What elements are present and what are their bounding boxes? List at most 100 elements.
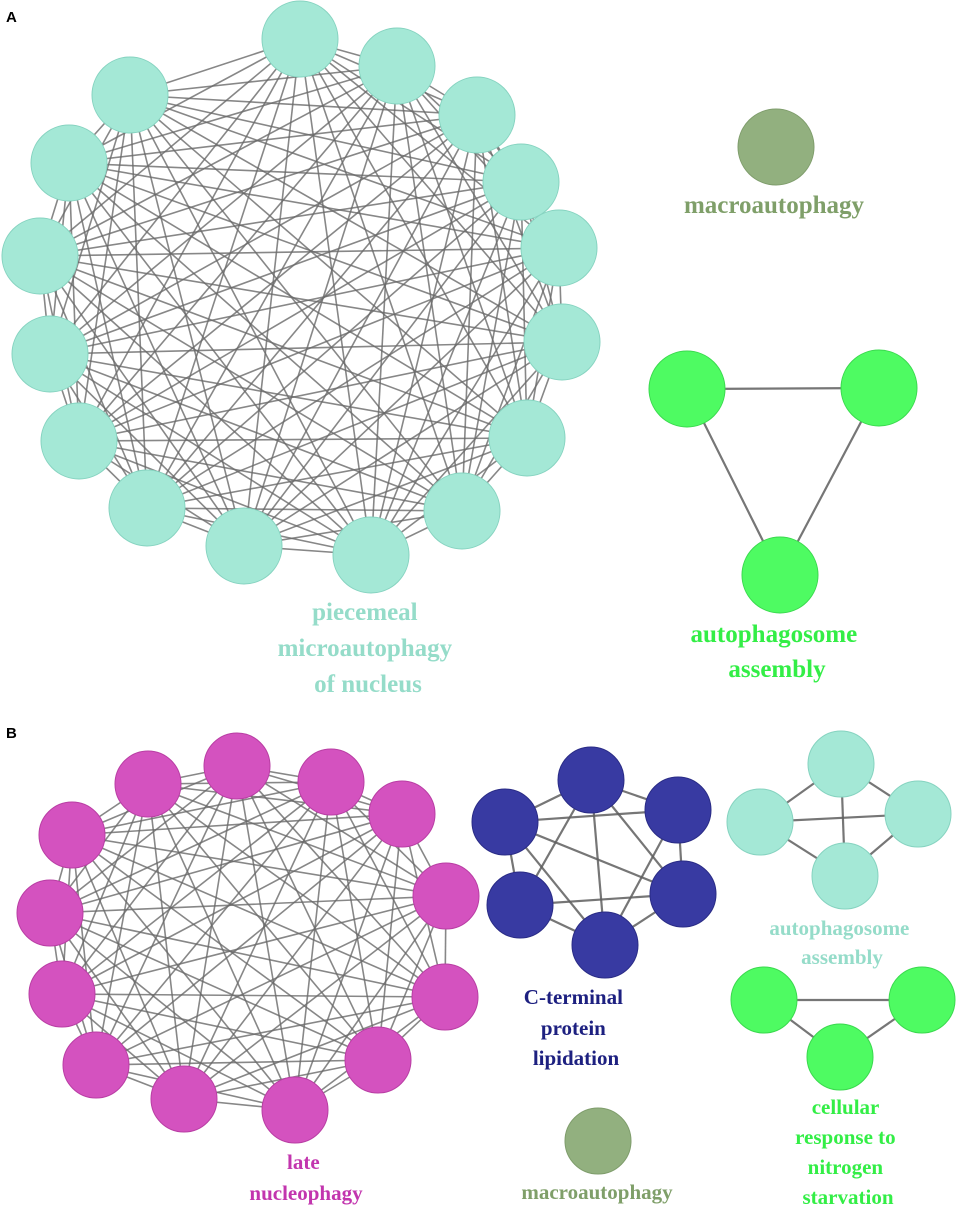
- a-teal-node: [520, 209, 598, 287]
- b-magenta-edge: [61, 993, 446, 998]
- b-green-node: [888, 966, 956, 1034]
- panel-letter-a: A: [6, 9, 17, 26]
- a-teal-edge: [243, 38, 301, 547]
- cluster-piecemeal-microautophagy: [1, 0, 601, 594]
- a-teal-edge: [146, 507, 463, 512]
- b-teal-node: [884, 780, 952, 848]
- a-green-node: [648, 350, 726, 428]
- a-teal-node: [423, 472, 501, 550]
- b-magenta-edge: [95, 996, 446, 1066]
- b-magenta-edge: [330, 781, 379, 1061]
- a-teal-edge: [49, 94, 131, 355]
- a-teal-edge: [68, 162, 148, 509]
- a-teal-edge: [129, 94, 148, 509]
- b-magenta-edge: [61, 895, 447, 995]
- b-magenta-edge: [49, 912, 446, 998]
- a-teal-node: [91, 56, 169, 134]
- b-magenta-edge: [49, 912, 185, 1100]
- a-olive-node: [737, 108, 815, 186]
- a-teal-edge: [129, 65, 398, 96]
- a-teal-node: [108, 469, 186, 547]
- a-teal-edge: [370, 65, 398, 556]
- a-teal-node: [438, 76, 516, 154]
- cluster-late-nucleophagy: [16, 732, 480, 1144]
- label-late-nucleophagy: late nucleophagy: [249, 1150, 363, 1205]
- b-navy-node: [571, 911, 639, 979]
- label-c-terminal-lipidation: C-terminal protein lipidation: [524, 985, 628, 1070]
- b-magenta-edge: [49, 813, 403, 914]
- b-magenta-edge: [61, 993, 379, 1061]
- a-teal-edge: [129, 94, 372, 556]
- b-magenta-node: [411, 963, 479, 1031]
- cluster-macroautophagy-b: [564, 1107, 632, 1175]
- a-teal-node: [332, 516, 410, 594]
- a-teal-edge: [39, 255, 372, 556]
- a-teal-node: [358, 27, 436, 105]
- a-teal-edge: [78, 247, 560, 442]
- b-magenta-node: [114, 750, 182, 818]
- a-teal-edge: [78, 181, 522, 442]
- a-teal-edge: [39, 38, 301, 257]
- label-autophagosome-assembly-b: autophagosome assembly: [769, 916, 914, 969]
- a-teal-edge: [68, 162, 528, 439]
- a-teal-edge: [39, 255, 463, 512]
- a-teal-edge: [68, 114, 478, 164]
- b-magenta-edge: [294, 781, 332, 1111]
- b-magenta-edge: [71, 813, 403, 836]
- b-magenta-edge: [377, 813, 403, 1061]
- a-teal-edge: [299, 38, 463, 512]
- b-magenta-node: [28, 960, 96, 1028]
- a-teal-edge: [39, 255, 528, 439]
- a-teal-node: [488, 399, 566, 477]
- a-teal-edge: [129, 94, 528, 439]
- label-cellular-response-nitrogen: cellular response to nitrogen starvation: [795, 1095, 901, 1209]
- b-green-node: [730, 966, 798, 1034]
- a-teal-edge: [49, 181, 522, 355]
- label-piecemeal-microautophagy: piecemeal microautophagy of nucleus: [278, 599, 459, 698]
- b-magenta-edge: [147, 783, 379, 1061]
- b-navy-node: [557, 746, 625, 814]
- b-magenta-node: [368, 780, 436, 848]
- b-magenta-edge: [147, 783, 446, 998]
- a-teal-edge: [476, 114, 563, 343]
- a-teal-edge: [243, 437, 528, 547]
- a-teal-edge: [68, 162, 372, 556]
- a-green-node: [741, 536, 819, 614]
- b-magenta-node: [412, 862, 480, 930]
- a-teal-edge: [78, 440, 463, 512]
- label-macroautophagy-a: macroautophagy: [684, 192, 865, 219]
- a-teal-edge: [129, 94, 522, 183]
- a-teal-node: [40, 402, 118, 480]
- a-teal-edge: [39, 247, 560, 257]
- b-magenta-edge: [95, 781, 332, 1066]
- a-teal-edge: [243, 247, 560, 547]
- a-teal-edge: [146, 437, 528, 509]
- b-magenta-edge: [147, 783, 403, 815]
- a-teal-node: [1, 217, 79, 295]
- a-teal-edge: [49, 353, 245, 547]
- b-magenta-edge: [183, 781, 332, 1100]
- a-teal-edge: [39, 181, 522, 257]
- a-teal-edge: [68, 162, 563, 343]
- cluster-autophagosome-assembly-b: [726, 730, 952, 910]
- a-teal-edge: [68, 162, 80, 442]
- a-teal-edge: [39, 255, 148, 509]
- b-magenta-edge: [236, 765, 446, 998]
- b-magenta-edge: [183, 813, 403, 1100]
- a-teal-edge: [243, 114, 478, 547]
- b-magenta-node: [261, 1076, 329, 1144]
- cluster-macroautophagy-a: [737, 108, 815, 186]
- b-olive-node: [564, 1107, 632, 1175]
- a-teal-edge: [129, 94, 245, 547]
- cluster-autophagosome-assembly-a: [648, 349, 918, 614]
- a-teal-edge: [49, 38, 301, 355]
- b-magenta-node: [150, 1065, 218, 1133]
- a-teal-edge: [39, 255, 563, 343]
- b-magenta-edge: [71, 834, 185, 1100]
- a-teal-edge: [370, 114, 478, 556]
- b-magenta-edge: [147, 783, 447, 897]
- a-teal-edge: [243, 181, 522, 547]
- a-teal-edge: [243, 65, 398, 547]
- a-teal-edge: [146, 114, 478, 509]
